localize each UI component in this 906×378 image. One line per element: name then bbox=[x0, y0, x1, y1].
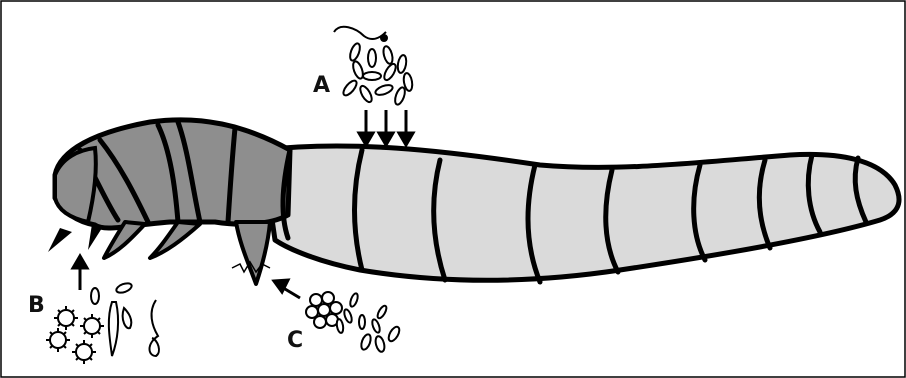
label-a: A bbox=[313, 73, 330, 98]
label-c: C bbox=[287, 328, 303, 353]
label-b: B bbox=[28, 293, 45, 318]
arrows-a bbox=[359, 110, 413, 145]
